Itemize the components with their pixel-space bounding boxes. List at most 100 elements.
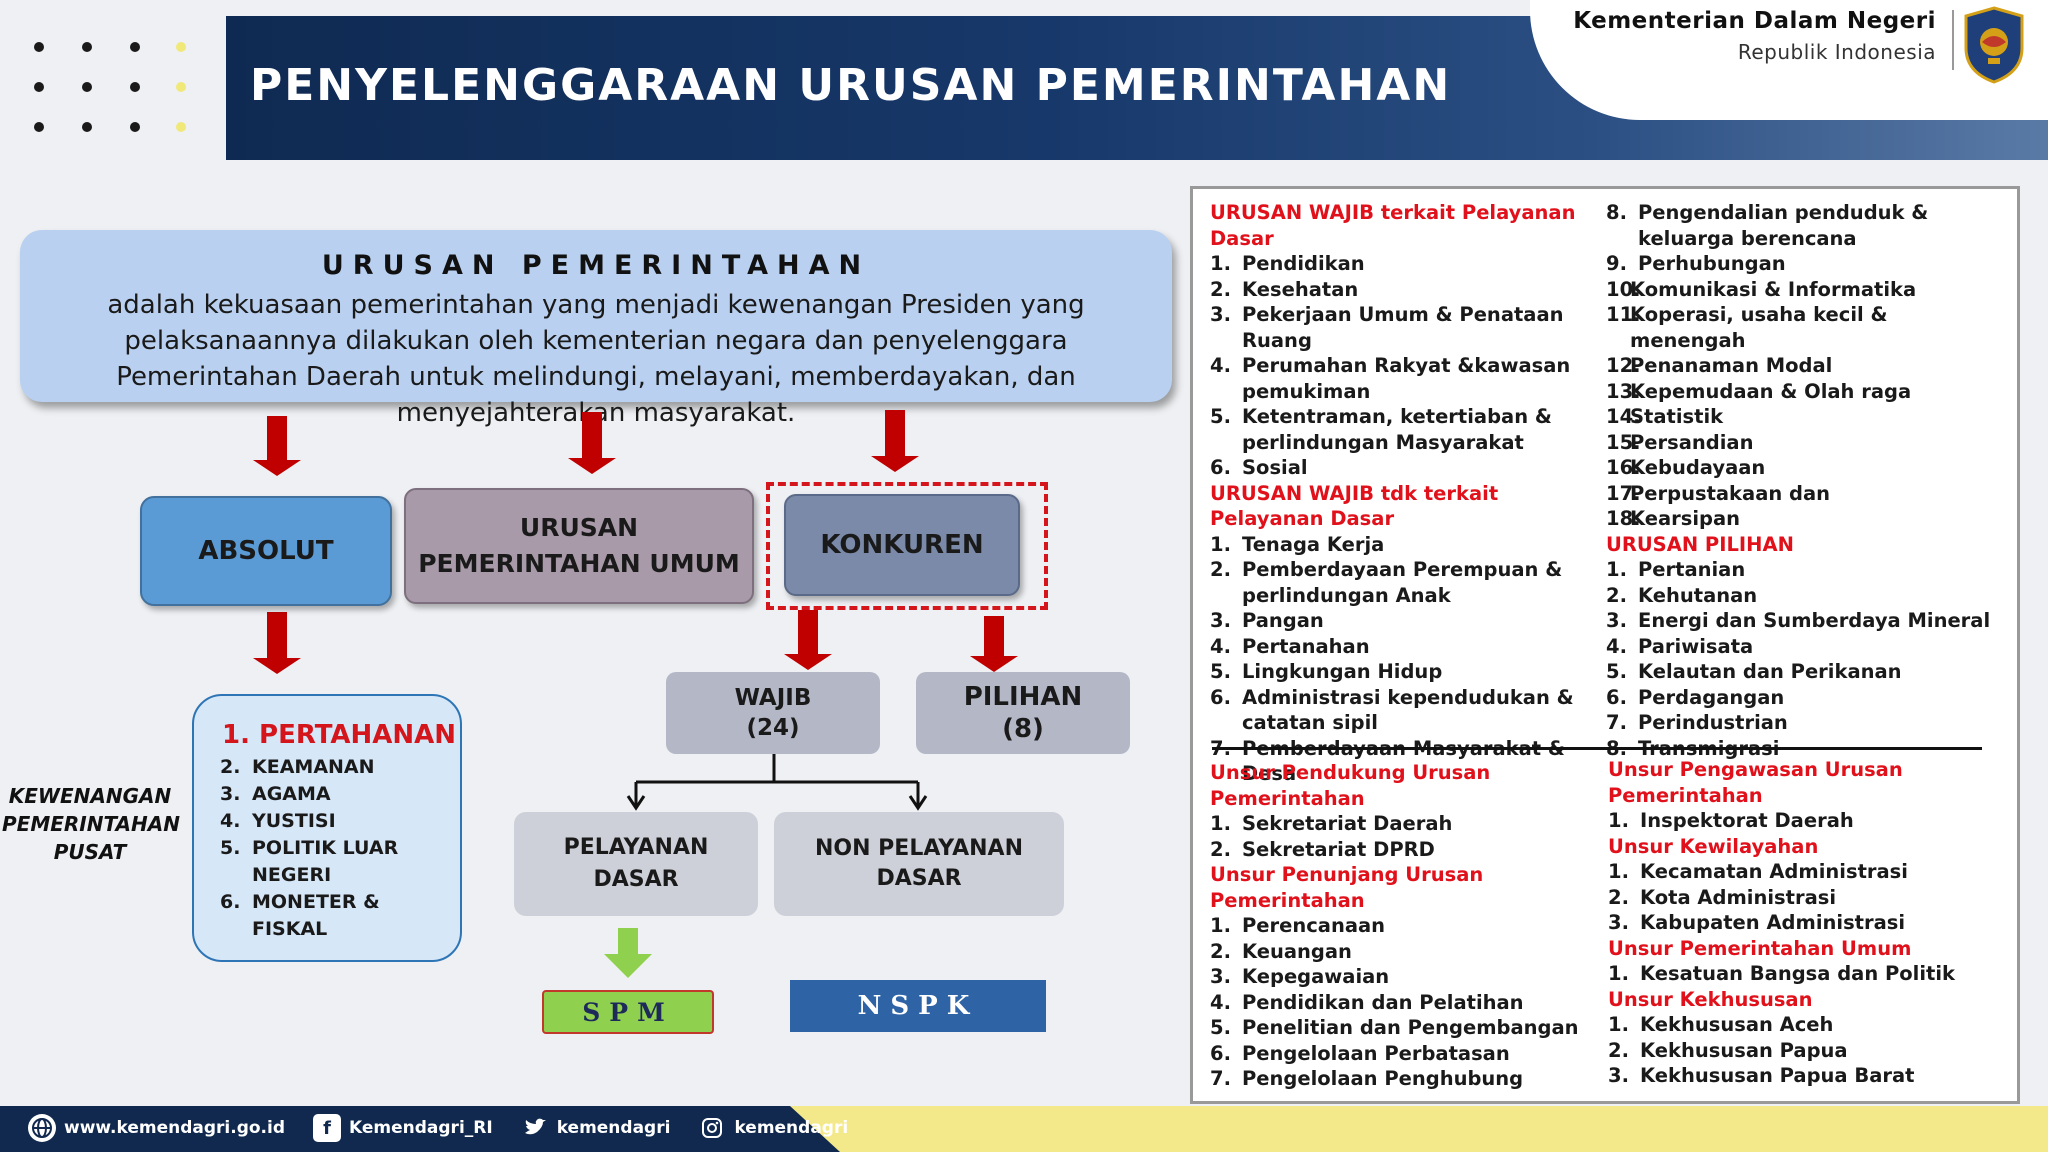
panel-list-item: 6.Sosial xyxy=(1210,455,1608,481)
panel-list-item: 2.Pemberdayaan Perempuan & perlindungan … xyxy=(1210,557,1608,608)
panel-list-item: 12.Penanaman Modal xyxy=(1606,353,2006,379)
footer-instagram[interactable]: kemendagri xyxy=(698,1114,848,1142)
panel-list-item: 9.Perhubungan xyxy=(1606,251,2006,277)
absolut-list-item: 3.AGAMA xyxy=(220,781,412,808)
instagram-icon xyxy=(698,1114,726,1142)
node-konkuren: KONKUREN xyxy=(784,494,1020,596)
list-item-number: 4. xyxy=(1210,634,1231,658)
node-absolut: ABSOLUT xyxy=(140,496,392,606)
panel-list-item: 2.Kota Administrasi xyxy=(1608,885,2008,911)
panel-list-item: 6. Perdagangan xyxy=(1606,685,2006,711)
footer-facebook[interactable]: f Kemendagri_RI xyxy=(313,1114,493,1142)
panel-list-item: 1.Kesatuan Bangsa dan Politik xyxy=(1608,961,2008,987)
list-item-number: 2. xyxy=(1210,277,1231,301)
panel-list-item: 1.Kekhususan Aceh xyxy=(1608,1012,2008,1038)
list-item-text: Kesehatan xyxy=(1242,277,1359,301)
list-item-text: Kebudayaan xyxy=(1630,456,1766,479)
list-item-number: 4. xyxy=(1210,354,1231,377)
list-item-text: YUSTISI xyxy=(252,810,336,832)
list-item-number: 4. xyxy=(220,810,241,832)
konkuren-highlight-frame xyxy=(766,482,1048,610)
list-item-text: Perencanaan xyxy=(1242,914,1386,937)
arrowhead-pelayanan xyxy=(626,795,646,811)
list-item-text: Kekhususan Aceh xyxy=(1640,1013,1834,1036)
list-item-number: 3. xyxy=(1606,609,1627,632)
panel-list-item: 1.Pertanian xyxy=(1606,557,2006,583)
list-item-text: Kota Administrasi xyxy=(1640,885,1837,909)
panel-list-item: 4.Pertanahan xyxy=(1210,634,1608,660)
diagram-connectors xyxy=(253,410,1018,978)
list-item-number: 5. xyxy=(220,837,241,859)
list-item-number: 4. xyxy=(1210,990,1231,1014)
list-item-text: Pendidikan dan Pelatihan xyxy=(1242,990,1524,1014)
list-item-text: Perhubungan xyxy=(1638,252,1786,275)
definition-text: adalah kekuasaan pemerintahan yang menja… xyxy=(107,290,1085,428)
footer-website-text: www.kemendagri.go.id xyxy=(64,1118,285,1138)
panel-section-heading: URUSAN WAJIB tdk terkait Pelayanan Dasar xyxy=(1210,481,1499,531)
footer-twitter[interactable]: kemendagri xyxy=(521,1114,670,1142)
list-item-number: 6. xyxy=(1606,685,1627,709)
absolut-list-first: 1. PERTAHANAN xyxy=(222,720,457,750)
ministry-subtitle: Republik Indonesia xyxy=(1737,40,1936,64)
panel-list-item: 4. Pendidikan dan Pelatihan xyxy=(1210,990,1606,1016)
arrowhead-non-pelayanan xyxy=(908,795,928,811)
list-item-text: Pendidikan xyxy=(1242,252,1365,275)
panel-list-item: 2.Kekhususan Papua xyxy=(1608,1038,2008,1064)
list-item-text: MONETER & FISKAL xyxy=(252,891,380,940)
node-nspk: NSPK xyxy=(790,980,1046,1032)
panel-list-item: 7.Perindustrian xyxy=(1606,710,2006,736)
kewenangan-pusat-label: KEWENANGAN PEMERINTAHAN PUSAT xyxy=(2,784,180,864)
list-item-number: 5. xyxy=(1210,405,1231,428)
list-item-text: Administrasi kependudukan & catatan sipi… xyxy=(1242,685,1574,735)
list-item-text: Kelautan dan Perikanan xyxy=(1638,660,1902,683)
panel-list-item: 6.Administrasi kependudukan & catatan si… xyxy=(1210,685,1608,736)
connector-wajib-split xyxy=(634,754,920,806)
node-pilihan: PILIHAN (8) xyxy=(916,672,1130,754)
list-item-text: Pekerjaan Umum & Penataan Ruang xyxy=(1242,303,1564,352)
list-item-number: 5. xyxy=(1210,1016,1231,1039)
list-item-number: 3. xyxy=(220,783,241,805)
list-item-text: Inspektorat Daerah xyxy=(1640,809,1854,832)
list-item-number: 5. xyxy=(1606,660,1627,683)
list-item-number: 6. xyxy=(220,891,241,913)
list-item-text: Pangan xyxy=(1242,609,1324,632)
panel-list-item: 3.Pekerjaan Umum & Penataan Ruang xyxy=(1210,302,1608,353)
list-item-text: Kepegawaian xyxy=(1242,965,1390,988)
page-title: PENYELENGGARAAN URUSAN PEMERINTAHAN xyxy=(250,60,1452,111)
list-item-text: Kehutanan xyxy=(1638,583,1758,607)
ministry-name: Kementerian Dalam Negeri xyxy=(1573,8,1936,34)
list-item-text: Sekretariat Daerah xyxy=(1242,812,1453,835)
panel-list-item: 2.Keuangan xyxy=(1210,939,1606,965)
panel-section-heading: Unsur Penunjang Urusan Pemerintahan xyxy=(1210,863,1484,912)
list-item-text: Kecamatan Administrasi xyxy=(1640,860,1908,883)
list-item-number: 10. xyxy=(1606,277,1641,301)
list-item-number: 2. xyxy=(1210,558,1231,581)
node-pelayanan-dasar: PELAYANAN DASAR xyxy=(514,812,758,916)
list-item-text: Kekhususan Papua xyxy=(1640,1038,1848,1062)
panel-list-item: 1.Perencanaan xyxy=(1210,913,1606,939)
arrow-to-absolut xyxy=(253,416,301,476)
absolut-list-item: 6. MONETER & FISKAL xyxy=(220,889,412,943)
panel-list-item: 1.Sekretariat Daerah xyxy=(1210,811,1606,837)
list-item-number: 17. xyxy=(1606,481,1641,505)
panel-list-item: 3.Kabupaten Administrasi xyxy=(1608,910,2008,936)
footer-website[interactable]: www.kemendagri.go.id xyxy=(28,1114,285,1142)
panel-column-wajib-lanjutan: 8.Pengendalian penduduk & keluarga beren… xyxy=(1606,200,2006,761)
list-item-number: 6. xyxy=(1210,1041,1231,1065)
list-item-text: Pertanian xyxy=(1638,558,1746,581)
list-item-text: Kekhususan Papua Barat xyxy=(1640,1064,1915,1087)
panel-list-item: 11.Koperasi, usaha kecil & menengah xyxy=(1606,302,2006,353)
panel-list-item: 2.Kehutanan xyxy=(1606,583,2006,609)
list-item-number: 7. xyxy=(1606,711,1627,734)
definition-box: URUSAN PEMERINTAHAN adalah kekuasaan pem… xyxy=(20,230,1172,428)
list-item-text: Perdagangan xyxy=(1638,685,1785,709)
header-logo-area xyxy=(1530,0,2048,120)
list-item-number: 5. xyxy=(1210,660,1231,683)
panel-list-item: 1.Kecamatan Administrasi xyxy=(1608,859,2008,885)
footer-dark-band xyxy=(0,1106,840,1152)
list-item-text: KEAMANAN xyxy=(252,756,375,778)
list-item-text: Perpustakaan dan xyxy=(1630,481,1831,505)
